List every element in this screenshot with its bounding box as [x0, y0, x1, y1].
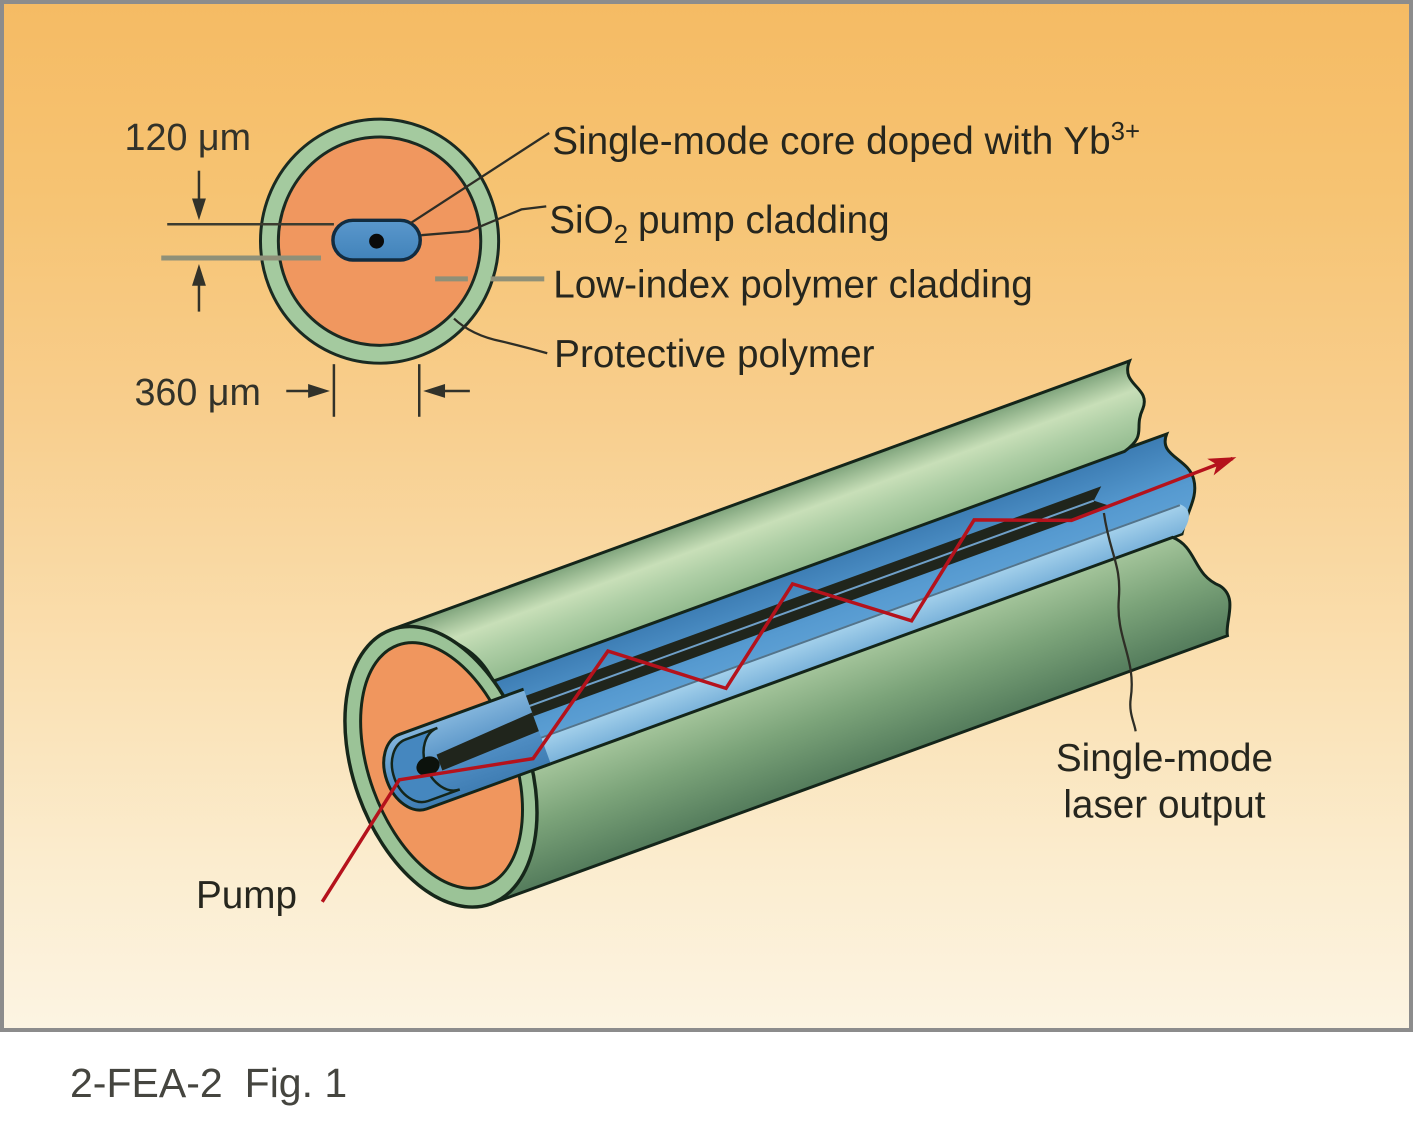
rod-core-dot: [416, 756, 440, 776]
label-core: Single-mode core doped with Yb3+: [552, 118, 1140, 163]
fiber-3d: [320, 358, 1237, 909]
leader-laser-output: [1102, 512, 1137, 732]
label-protective: Protective polymer: [554, 333, 874, 376]
leader-core: [409, 132, 550, 225]
channel-lip-highlight: [503, 504, 1189, 777]
channel-lip-edge: [503, 504, 1181, 753]
leader-pump-cladding: [421, 205, 547, 237]
dim-height-arrow-up-icon: [192, 263, 206, 286]
dim-width-arrow-right-icon: [308, 384, 330, 398]
label-pump: Pump: [196, 874, 297, 917]
figure-panel: 120 μm 360 μm Single-mode core doped wit…: [0, 0, 1413, 1032]
fiber-laser-diagram: 120 μm 360 μm Single-mode core doped wit…: [125, 116, 1273, 917]
core-stripe-highlight: [492, 499, 1095, 721]
rod-core-stripe: [436, 712, 539, 771]
figure-caption-number: Fig. 1: [244, 1060, 348, 1106]
cross-section: [161, 117, 550, 417]
label-laser-output-line1: Single-mode: [1056, 737, 1273, 780]
dim-height-arrow-down-icon: [192, 198, 206, 221]
cross-section-core-dot: [369, 233, 385, 249]
figure-caption-id: 2-FEA-2: [70, 1060, 223, 1106]
pump-laser-ray: [320, 456, 1237, 903]
leader-protective: [453, 317, 548, 355]
label-laser-output-line2: laser output: [1063, 784, 1265, 827]
label-pump-cladding-subscript: 2: [614, 221, 628, 249]
label-low-index: Low-index polymer cladding: [553, 264, 1033, 307]
dim-height-label: 120 μm: [125, 116, 251, 158]
dim-width-arrow-left-icon: [423, 384, 446, 398]
rod-end-facet: [390, 726, 461, 804]
dim-width-label: 360 μm: [134, 371, 260, 413]
figure-caption: 2-FEA-2 Fig. 1: [70, 1060, 347, 1107]
label-core-superscript: 3+: [1111, 118, 1140, 146]
